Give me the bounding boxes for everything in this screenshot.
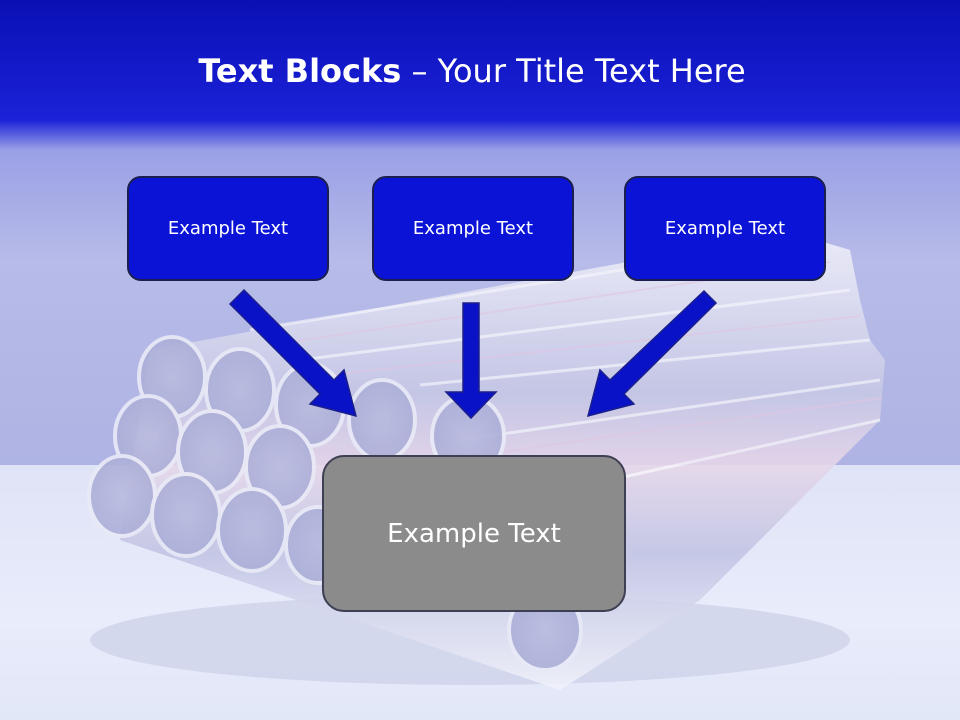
title-bold: Text Blocks — [198, 52, 402, 90]
arrow-left — [228, 288, 358, 418]
arrow-center — [444, 302, 498, 420]
text-block-1-label: Example Text — [167, 218, 289, 239]
main-text-block[interactable]: Example Text — [322, 455, 626, 612]
slide-title: Text Blocks – Your Title Text Here — [0, 52, 944, 90]
text-block-3[interactable]: Example Text — [624, 176, 826, 281]
main-text-block-label: Example Text — [387, 518, 561, 549]
arrow-right — [586, 289, 718, 418]
title-rest: – Your Title Text Here — [401, 52, 746, 90]
text-block-2-label: Example Text — [412, 218, 534, 239]
text-block-3-label: Example Text — [664, 218, 786, 239]
text-block-2[interactable]: Example Text — [372, 176, 574, 281]
text-block-1[interactable]: Example Text — [127, 176, 329, 281]
